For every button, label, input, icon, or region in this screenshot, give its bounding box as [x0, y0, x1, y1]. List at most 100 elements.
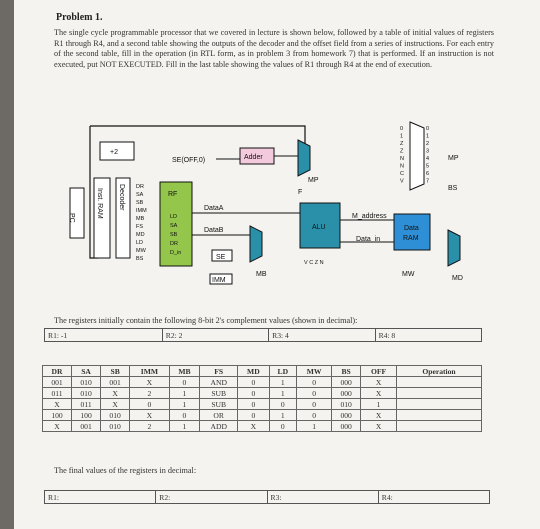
imm-label: IMM [212, 277, 226, 284]
pc-box [69, 187, 85, 239]
worksheet-page [14, 0, 540, 529]
cell-sb: 010 [100, 420, 131, 432]
decoder-output-mw: MW [136, 248, 147, 254]
registers-intro: The registers initially contain the foll… [54, 316, 358, 325]
cell-ld: 1 [268, 409, 298, 421]
cell-sb: 001 [100, 376, 131, 388]
rf-box [159, 181, 193, 267]
mux-select-4: 4 [426, 156, 429, 162]
decoder-output-dr: DR [136, 184, 144, 190]
cell-bs: 000 [331, 409, 362, 421]
mux-select-5: 5 [426, 164, 429, 170]
m-address-label: M_address [352, 213, 387, 220]
mux-input-1: 1 [400, 134, 403, 140]
cell-bs: 000 [331, 376, 362, 388]
dataA-label: DataA [204, 205, 224, 212]
mb-label: MB [256, 271, 267, 278]
cell-sa: 011 [71, 398, 102, 410]
cell-off: X [360, 409, 397, 421]
decoder-label: Decoder [118, 184, 125, 211]
cell-fs: SUB [199, 398, 239, 410]
data-ram-label-2: RAM [403, 235, 419, 242]
final-intro: The final values of the registers in dec… [54, 466, 197, 475]
cell-md: X [237, 420, 270, 432]
cell-fs: AND [199, 376, 239, 388]
mux-select-6: 6 [426, 171, 429, 177]
initial-registers-table: R1: -1 R2: 2 R3: 4 R4: 8 [44, 328, 483, 342]
final-r4[interactable]: R4: [377, 490, 491, 504]
cell-operation[interactable] [396, 420, 482, 432]
rf-port-sb: SB [170, 232, 178, 238]
reg-r2: R2: 2 [161, 328, 270, 342]
data-ram-box [393, 213, 431, 251]
dataB-label: DataB [204, 227, 224, 234]
final-r1[interactable]: R1: [43, 490, 157, 504]
cell-ld: 0 [268, 420, 298, 432]
cell-mw: 0 [296, 376, 333, 388]
col-sa: SA [71, 365, 102, 377]
cell-operation[interactable] [396, 376, 482, 388]
pc-label: PC [68, 213, 75, 223]
rf-port-sa: SA [170, 223, 178, 229]
mux-input-0: 0 [400, 126, 403, 132]
col-sb: SB [100, 365, 131, 377]
col-dr: DR [41, 365, 73, 377]
plus2-label: +2 [110, 149, 118, 156]
plus2-box [99, 141, 135, 161]
mux-input-3: Z [400, 149, 404, 155]
decoder-output-sb: SB [136, 200, 144, 206]
reg-r1: R1: -1 [44, 328, 163, 342]
mux-input-7: V [400, 179, 404, 185]
cell-off: 1 [360, 398, 397, 410]
decoder-box [115, 177, 131, 259]
cell-mw: 0 [296, 398, 333, 410]
data-ram-label-1: Data [404, 225, 419, 232]
decoder-output-ld: LD [136, 240, 143, 246]
mp-right-label: MP [448, 155, 459, 162]
final-r3[interactable]: R3: [266, 490, 379, 504]
final-r2[interactable]: R2: [155, 490, 268, 504]
decoder-output-md: MD [136, 232, 145, 238]
reg-r4: R4: 8 [374, 328, 483, 342]
final-registers-table: R1: R2: R3: R4: [43, 490, 491, 504]
bs-right-label: BS [448, 185, 458, 192]
se-box [211, 249, 233, 262]
cell-md: 0 [237, 387, 270, 399]
rf-port-ld: LD [170, 214, 177, 220]
cell-sb: X [100, 387, 131, 399]
processor-diagram: PC Inst. RAM Decoder DRSASBIMMMBFSMDLDMW… [68, 121, 463, 285]
cell-mb: 0 [168, 409, 201, 421]
cell-operation[interactable] [396, 387, 482, 399]
mb-mux [249, 225, 263, 263]
mux-select-3: 3 [426, 149, 429, 155]
col-operation: Operation [396, 365, 482, 377]
vczn-label: V C Z N [304, 260, 324, 266]
cell-mw: 1 [296, 420, 333, 432]
cell-dr: 100 [41, 409, 73, 421]
decoder-output-bs: BS [136, 256, 144, 262]
cell-md: 0 [237, 376, 270, 388]
cell-mw: 0 [296, 409, 333, 421]
mp-top-label: MP [308, 177, 319, 184]
cell-ld: 1 [268, 376, 298, 388]
rf-port-d-in: D_in [170, 250, 181, 256]
bs-mux [409, 121, 425, 191]
cell-ld: 1 [268, 387, 298, 399]
cell-sa: 010 [71, 376, 102, 388]
cell-fs: OR [199, 409, 239, 421]
cell-operation[interactable] [396, 409, 482, 421]
cell-mw: 0 [296, 387, 333, 399]
reg-r3: R3: 4 [268, 328, 376, 342]
cell-sb: 010 [100, 409, 131, 421]
cell-off: X [360, 376, 397, 388]
cell-bs: 010 [331, 398, 362, 410]
col-imm: IMM [129, 365, 170, 377]
mw-label: MW [402, 271, 415, 278]
cell-operation[interactable] [396, 398, 482, 410]
rf-port-dr: DR [170, 241, 178, 247]
